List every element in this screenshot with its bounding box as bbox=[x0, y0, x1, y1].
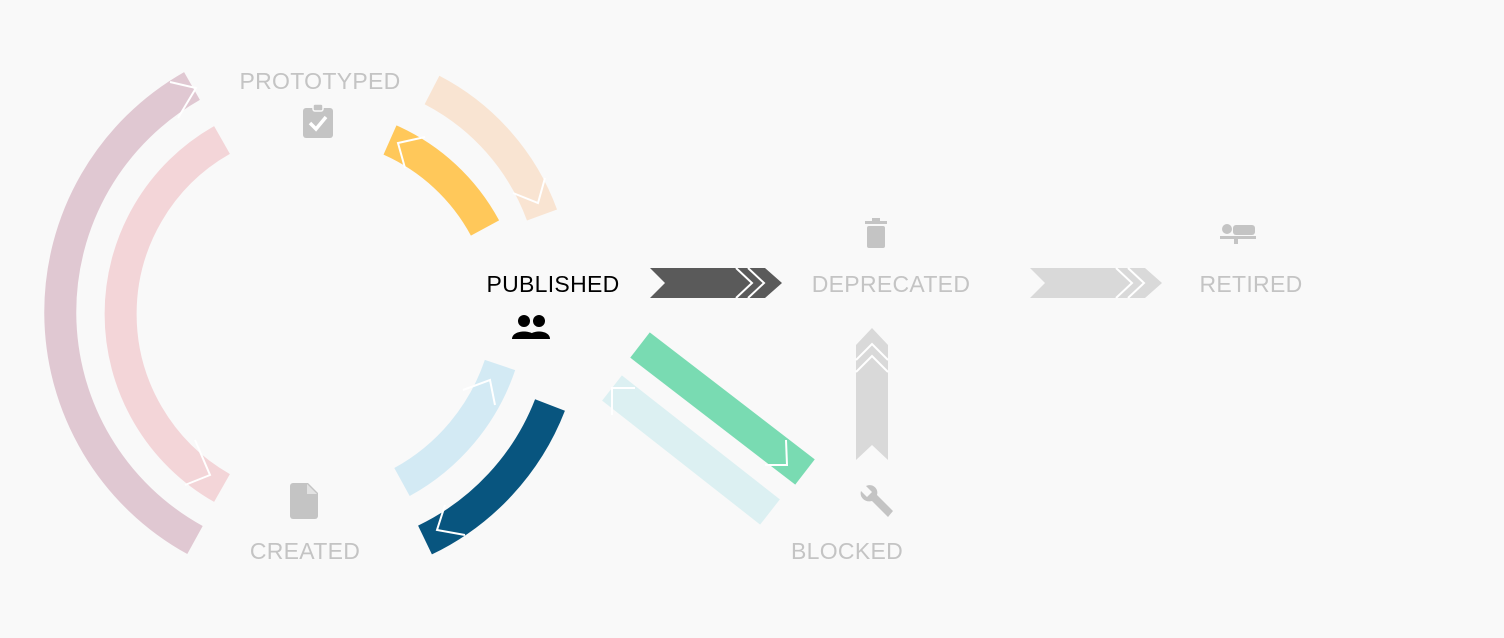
trash-icon bbox=[865, 218, 887, 248]
arrow-created-to-prototyped[interactable] bbox=[44, 72, 203, 555]
arrow-published-to-created[interactable] bbox=[417, 399, 565, 555]
arrow-prototyped-to-created[interactable] bbox=[104, 126, 230, 502]
people-icon bbox=[512, 315, 550, 339]
arrow-deprecated-to-retired[interactable] bbox=[1030, 267, 1162, 299]
state-label-deprecated[interactable]: DEPRECATED bbox=[811, 271, 971, 297]
state-label-prototyped[interactable]: PROTOTYPED bbox=[239, 68, 401, 94]
arrow-created-to-published[interactable] bbox=[394, 359, 516, 497]
arrow-published-to-deprecated[interactable] bbox=[650, 267, 782, 299]
document-icon bbox=[290, 483, 318, 519]
bed-icon bbox=[1220, 224, 1256, 244]
state-label-published[interactable]: PUBLISHED bbox=[486, 271, 620, 297]
state-label-created[interactable]: CREATED bbox=[249, 538, 361, 564]
wrench-icon bbox=[860, 485, 893, 517]
state-label-retired[interactable]: RETIRED bbox=[1199, 271, 1303, 297]
arrow-blocked-to-published[interactable] bbox=[602, 375, 780, 525]
arrow-published-to-blocked[interactable] bbox=[630, 332, 815, 485]
arrow-blocked-to-deprecated[interactable] bbox=[855, 328, 889, 460]
arrow-published-to-prototyped[interactable] bbox=[383, 125, 500, 236]
clipboard-check-icon bbox=[303, 103, 333, 138]
state-label-blocked[interactable]: BLOCKED bbox=[790, 538, 904, 564]
arrow-prototyped-to-published[interactable] bbox=[424, 75, 558, 221]
